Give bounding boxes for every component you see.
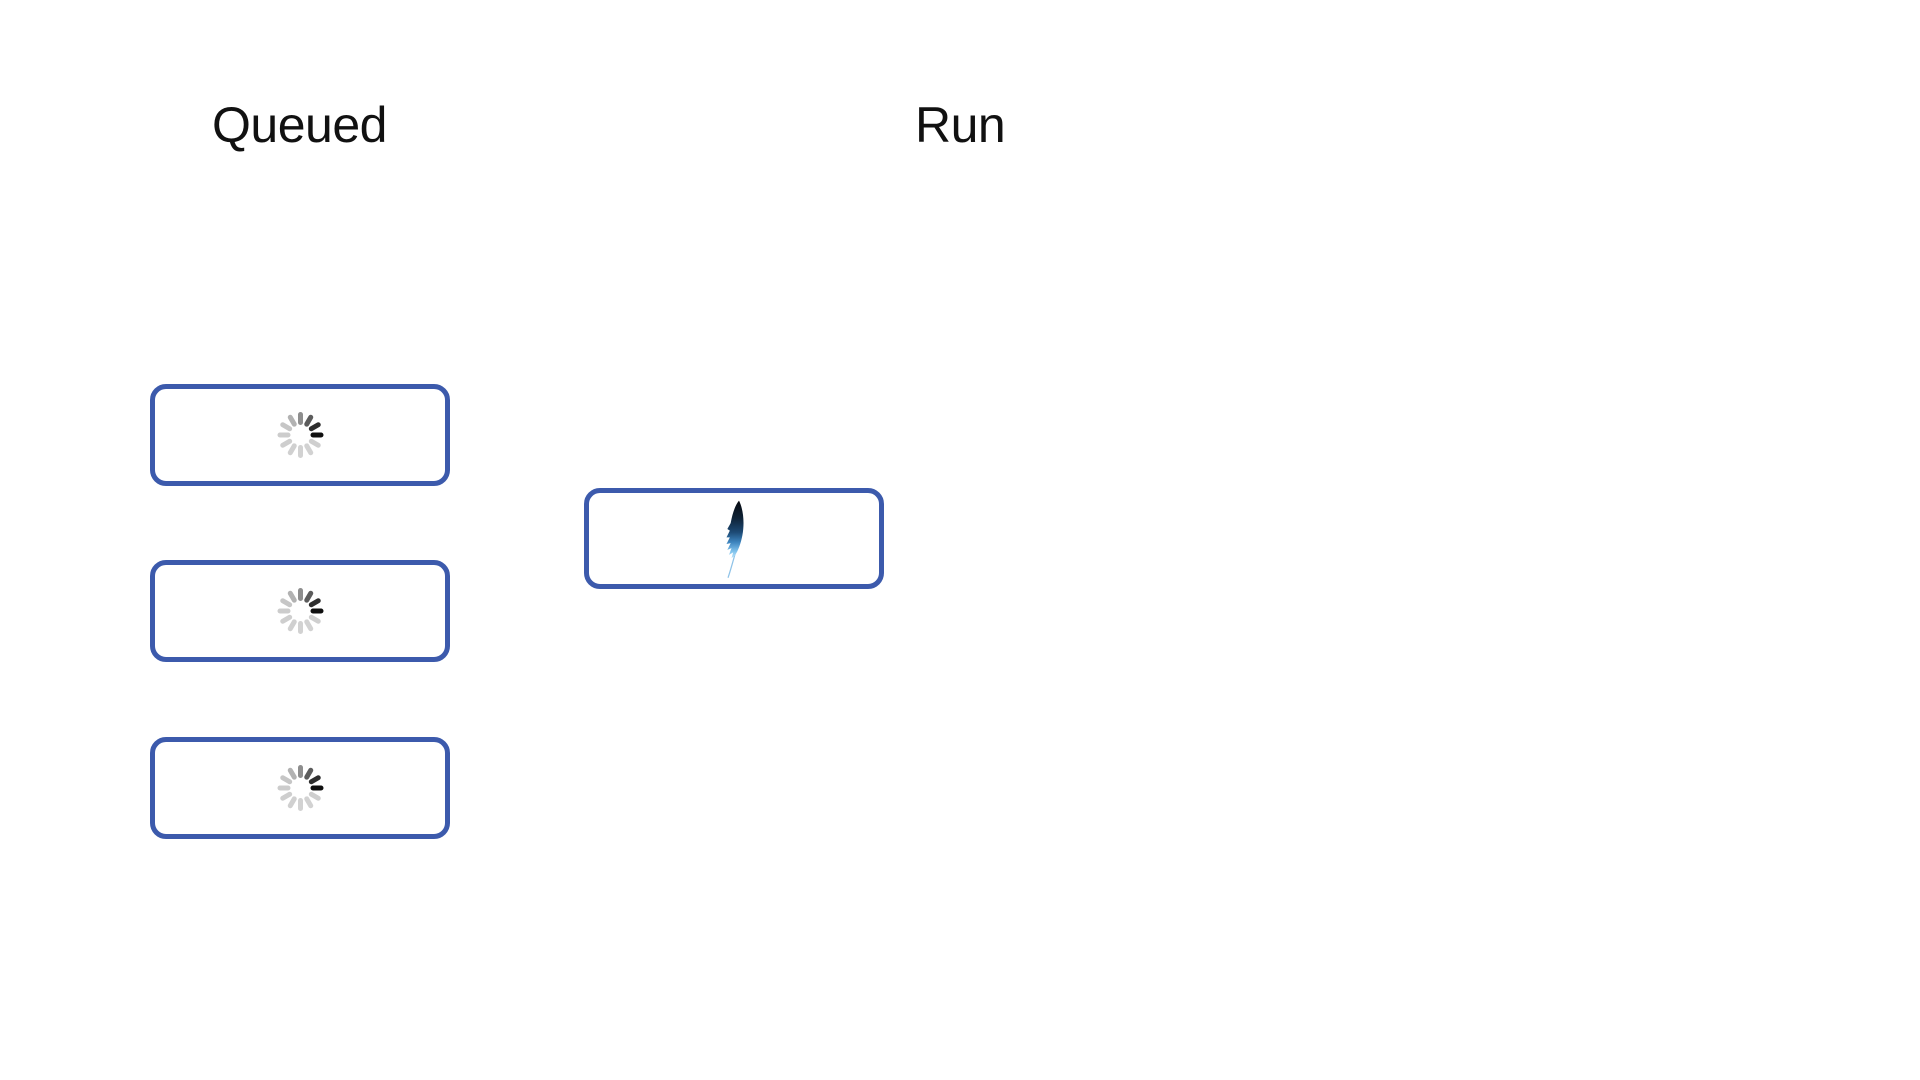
queued-card[interactable] (150, 737, 450, 839)
queued-column-heading: Queued (212, 97, 387, 153)
spinner-icon (275, 410, 325, 460)
spinner-icon (275, 586, 325, 636)
spinner-icon (275, 763, 325, 813)
run-column-heading: Run (915, 97, 1006, 153)
feather-icon (726, 500, 744, 578)
run-card[interactable] (584, 488, 884, 589)
queued-card[interactable] (150, 560, 450, 662)
queued-card[interactable] (150, 384, 450, 486)
